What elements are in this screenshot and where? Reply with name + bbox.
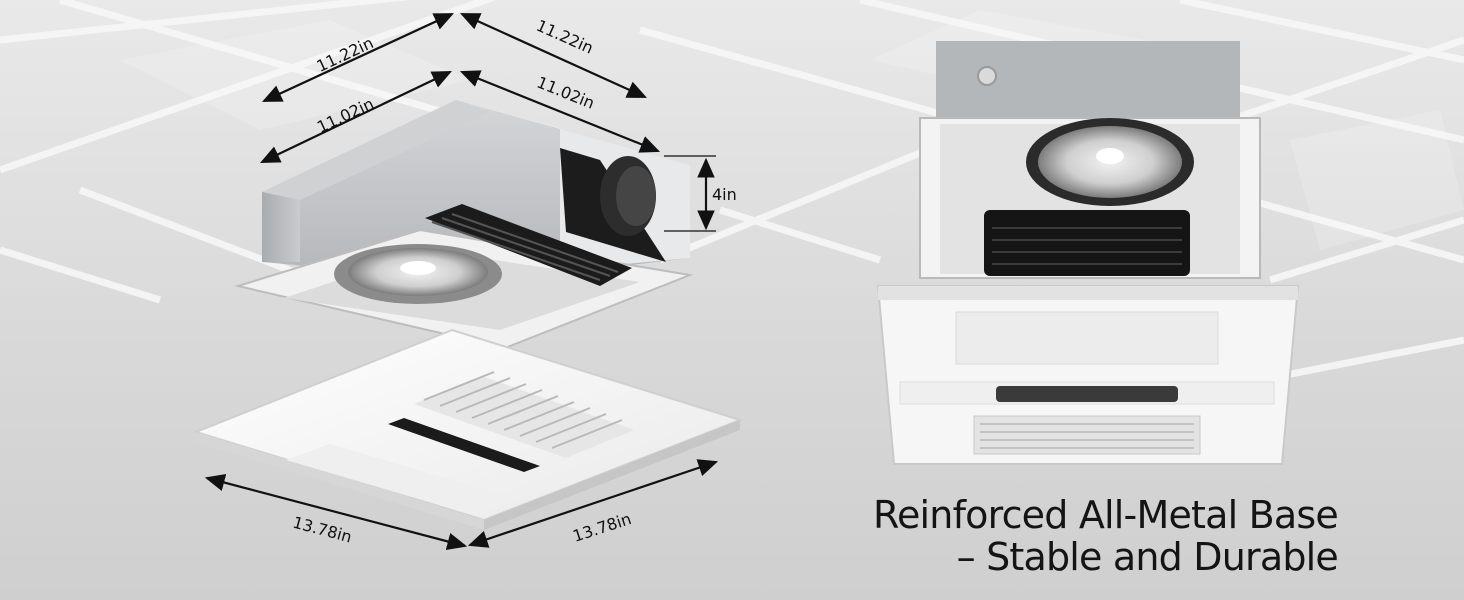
heater-grille-left	[425, 204, 632, 286]
blower-fan-left	[334, 244, 502, 304]
dim-duct-diameter: 4in	[712, 185, 737, 204]
headline: Reinforced All-Metal Base – Stable and D…	[698, 493, 1339, 579]
dim-inner-depth: 11.02in	[534, 73, 597, 113]
cover-panel-front	[876, 285, 1300, 465]
dim-panel-width: 13.78in	[291, 513, 354, 547]
blower-fan-right	[1026, 118, 1194, 206]
dimension-arrows-left	[204, 12, 719, 551]
cover-panel	[192, 328, 744, 530]
heater-grille-right	[984, 210, 1190, 276]
dim-panel-depth: 13.78in	[570, 509, 633, 546]
duct-connector	[560, 148, 666, 262]
headline-line-2: – Stable and Durable	[956, 535, 1339, 579]
headline-line-1: Reinforced All-Metal Base	[873, 493, 1339, 537]
